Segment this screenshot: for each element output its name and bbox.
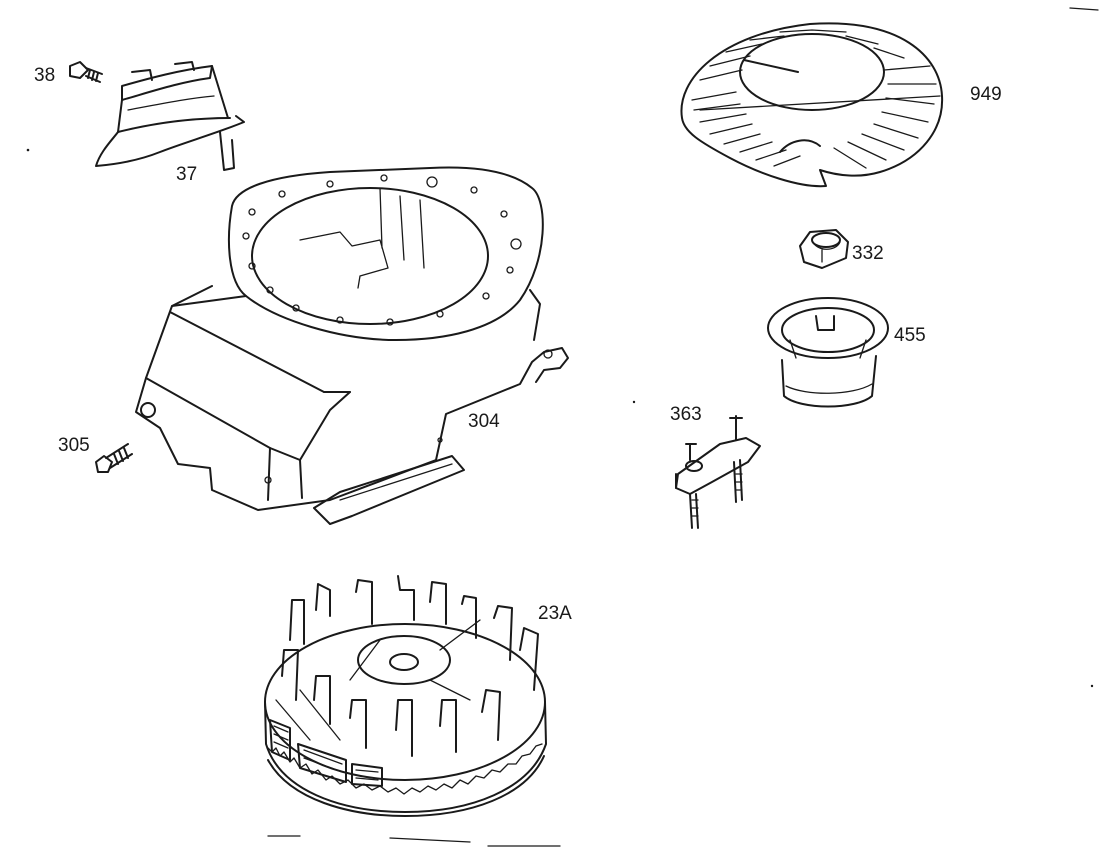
part-label-37: 37 bbox=[176, 164, 198, 185]
starter-cup-drawing bbox=[767, 297, 889, 408]
part-label-305: 305 bbox=[58, 435, 90, 456]
flywheel-drawing bbox=[264, 575, 547, 817]
part-label-363: 363 bbox=[670, 404, 702, 425]
scan-marks bbox=[26, 7, 1099, 847]
part-label-38: 38 bbox=[34, 65, 56, 86]
air-guide-drawing bbox=[95, 61, 245, 171]
part-label-455: 455 bbox=[894, 325, 926, 346]
blower-housing-drawing bbox=[135, 166, 569, 525]
part-label-304: 304 bbox=[468, 411, 500, 432]
screw-drawing bbox=[95, 443, 133, 473]
part-label-23a: 23A bbox=[538, 603, 572, 624]
bracket-drawing bbox=[675, 415, 761, 529]
starter-screen-drawing bbox=[680, 22, 944, 188]
part-label-332: 332 bbox=[852, 243, 884, 264]
nut-drawing bbox=[799, 229, 849, 269]
bolt-drawing bbox=[69, 61, 103, 83]
part-label-949: 949 bbox=[970, 84, 1002, 105]
